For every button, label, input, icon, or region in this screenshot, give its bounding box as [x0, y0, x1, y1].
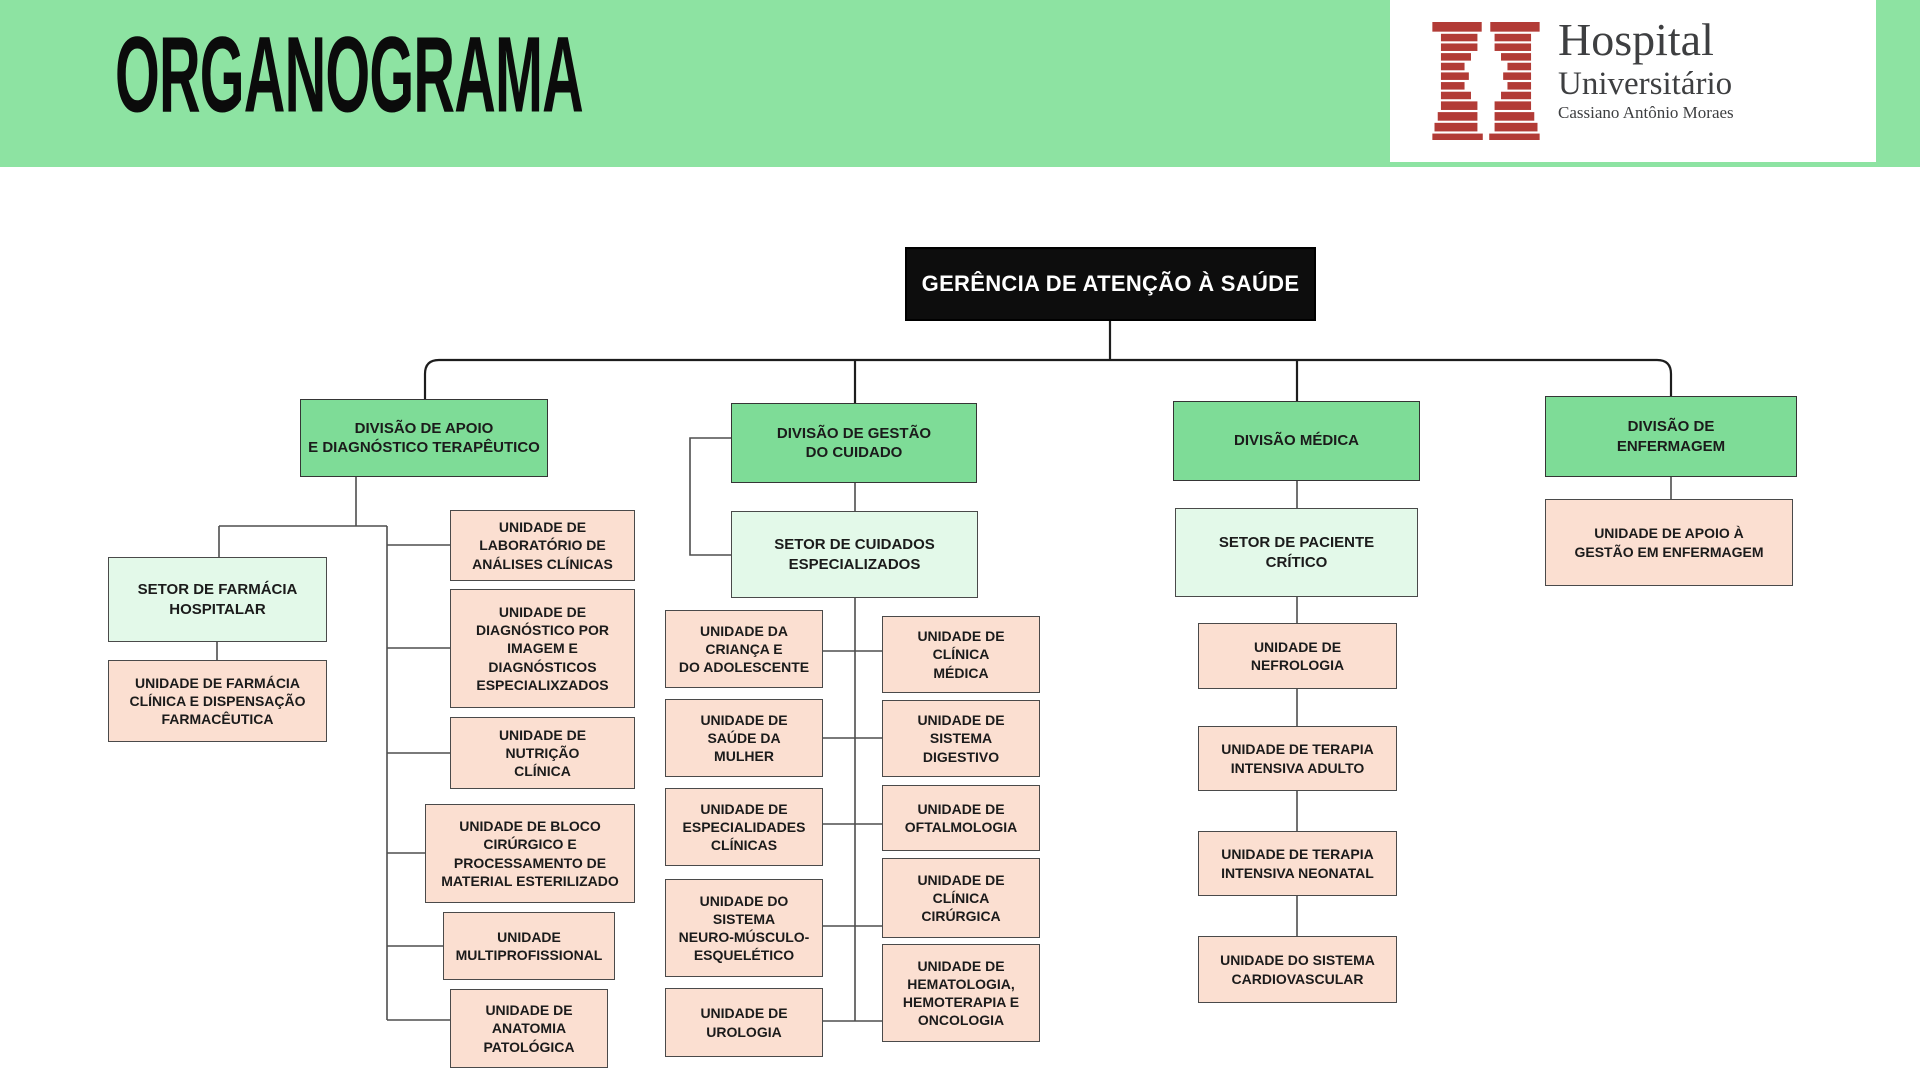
node-unidade-oftalmologia: UNIDADE DE OFTALMOLOGIA — [882, 785, 1040, 851]
node-divisao-apoio-diagnostico: DIVISÃO DE APOIO E DIAGNÓSTICO TERAPÊUTI… — [300, 399, 548, 477]
node-unidade-nefrologia: UNIDADE DE NEFROLOGIA — [1198, 623, 1397, 689]
node-divisao-medica: DIVISÃO MÉDICA — [1173, 401, 1420, 481]
node-unidade-clinica-cirurgica: UNIDADE DE CLÍNICA CIRÚRGICA — [882, 858, 1040, 938]
node-unidade-crianca-adolescente: UNIDADE DA CRIANÇA E DO ADOLESCENTE — [665, 610, 823, 688]
node-unidade-anatomia: UNIDADE DE ANATOMIA PATOLÓGICA — [450, 989, 608, 1068]
node-unidade-apoio-gestao-enfermagem: UNIDADE DE APOIO À GESTÃO EM ENFERMAGEM — [1545, 499, 1793, 586]
logo-name: Hospital — [1558, 14, 1714, 65]
node-divisao-enfermagem: DIVISÃO DE ENFERMAGEM — [1545, 396, 1797, 477]
brick-pillars-icon — [1432, 22, 1540, 140]
node-unidade-especialidades: UNIDADE DE ESPECIALIDADES CLÍNICAS — [665, 788, 823, 866]
node-unidade-multiprofissional: UNIDADE MULTIPROFISSIONAL — [443, 912, 615, 980]
node-unidade-farmacia-clinica: UNIDADE DE FARMÁCIA CLÍNICA E DISPENSAÇÃ… — [108, 660, 327, 742]
node-setor-cuidados-especializados: SETOR DE CUIDADOS ESPECIALIZADOS — [731, 511, 978, 598]
node-unidade-clinica-medica: UNIDADE DE CLÍNICA MÉDICA — [882, 616, 1040, 693]
node-setor-paciente-critico: SETOR DE PACIENTE CRÍTICO — [1175, 508, 1418, 597]
node-unidade-laboratorio: UNIDADE DE LABORATÓRIO DE ANÁLISES CLÍNI… — [450, 510, 635, 581]
node-unidade-hematologia: UNIDADE DE HEMATOLOGIA, HEMOTERAPIA E ON… — [882, 944, 1040, 1042]
node-unidade-uti-adulto: UNIDADE DE TERAPIA INTENSIVA ADULTO — [1198, 726, 1397, 791]
node-unidade-sistema-digestivo: UNIDADE DE SISTEMA DIGESTIVO — [882, 700, 1040, 777]
node-unidade-saude-mulher: UNIDADE DE SAÚDE DA MULHER — [665, 699, 823, 777]
node-unidade-cardiovascular: UNIDADE DO SISTEMA CARDIOVASCULAR — [1198, 936, 1397, 1003]
logo-name-2: Universitário — [1558, 66, 1733, 102]
node-divisao-gestao-cuidado: DIVISÃO DE GESTÃO DO CUIDADO — [731, 403, 977, 483]
node-setor-farmacia: SETOR DE FARMÁCIA HOSPITALAR — [108, 557, 327, 642]
node-unidade-neuro-musculo: UNIDADE DO SISTEMA NEURO-MÚSCULO- ESQUEL… — [665, 879, 823, 977]
node-unidade-urologia: UNIDADE DE UROLOGIA — [665, 988, 823, 1057]
node-unidade-nutricao: UNIDADE DE NUTRIÇÃO CLÍNICA — [450, 717, 635, 789]
logo-subtitle: Cassiano Antônio Moraes — [1558, 103, 1734, 122]
node-unidade-uti-neonatal: UNIDADE DE TERAPIA INTENSIVA NEONATAL — [1198, 831, 1397, 896]
hospital-logo: Hospital Universitário Cassiano Antônio … — [1390, 0, 1876, 162]
node-unidade-diagnostico-imagem: UNIDADE DE DIAGNÓSTICO POR IMAGEM E DIAG… — [450, 589, 635, 708]
node-gerencia-atencao-saude: GERÊNCIA DE ATENÇÃO À SAÚDE — [905, 247, 1316, 321]
node-unidade-bloco-cirurgico: UNIDADE DE BLOCO CIRÚRGICO E PROCESSAMEN… — [425, 804, 635, 903]
page-title: ORGANOGRAMA — [115, 15, 584, 136]
